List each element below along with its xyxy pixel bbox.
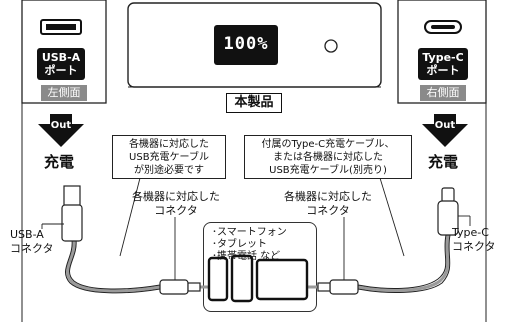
device-item: ･スマートフォン (212, 227, 287, 238)
right-cable (306, 234, 450, 293)
right-device-connector-line: 各機器に対応した (284, 190, 372, 203)
usb-a-connector-line: コネクタ (10, 242, 54, 255)
usb-a-connector-label: USB-A コネクタ (10, 228, 54, 256)
type-c-port-label-line2: ポート (426, 64, 460, 77)
usb-a-port-label-line1: USB-A (41, 51, 81, 64)
right-cable-outline (357, 234, 451, 294)
left-side-label: 左側面 (41, 85, 87, 101)
right-out-arrow (422, 114, 468, 147)
device-icons (207, 254, 309, 303)
device-item: ･タブレット (212, 239, 267, 250)
type-c-port-label: Type-C ポート (418, 48, 468, 80)
usb-a-connector-line: USB-A (10, 228, 44, 241)
right-note-line: または各機器に対応した (273, 152, 383, 163)
type-c-plug (437, 187, 459, 236)
right-note-line: USB充電ケーブル(別売り) (269, 165, 387, 176)
right-side-label: 右側面 (420, 85, 466, 101)
product-name-label: 本製品 (226, 93, 282, 113)
left-device-connector-line: 各機器に対応した (132, 190, 220, 203)
usb-a-port-label-line2: ポート (44, 64, 78, 77)
power-bank-body (127, 2, 382, 88)
usb-a-port-label: USB-A ポート (37, 48, 85, 80)
left-device-plug (159, 279, 201, 295)
type-c-port-label-line1: Type-C (422, 51, 464, 64)
left-device-connector-label: 各機器に対応した コネクタ (126, 190, 226, 218)
type-c-connector-label: Type-C コネクタ (452, 226, 496, 254)
right-device-connector-label: 各機器に対応した コネクタ (278, 190, 378, 218)
right-device-plug (317, 279, 359, 295)
leader-lines (41, 177, 471, 280)
left-out-text: Out (50, 120, 72, 131)
device-item: ･携帯電話 など (212, 251, 281, 262)
right-charge-caption: 充電 (428, 153, 459, 171)
type-c-connector-line: Type-C (452, 226, 489, 239)
battery-display: 100% (223, 34, 269, 54)
right-note-line: 付属のType-C充電ケーブル、 (261, 139, 395, 150)
left-note-line: が別途必要です (134, 165, 204, 176)
left-device-connector-line: コネクタ (154, 204, 198, 217)
left-out-arrow (38, 114, 84, 147)
devices-list: ･スマートフォン ･タブレット ･携帯電話 など (212, 227, 287, 263)
right-out-text: Out (434, 120, 456, 131)
left-note-line: 各機器に対応した (129, 139, 209, 150)
left-note: 各機器に対応した USB充電ケーブル が別途必要です (112, 135, 226, 179)
right-device-connector-line: コネクタ (306, 204, 350, 217)
type-c-connector-line: コネクタ (452, 240, 496, 253)
left-cable-outline (65, 239, 161, 294)
usb-a-plug (61, 185, 83, 242)
left-note-line: USB充電ケーブル (129, 152, 209, 163)
right-note: 付属のType-C充電ケーブル、 または各機器に対応した USB充電ケーブル(別… (244, 135, 412, 179)
left-charge-caption: 充電 (44, 153, 75, 171)
